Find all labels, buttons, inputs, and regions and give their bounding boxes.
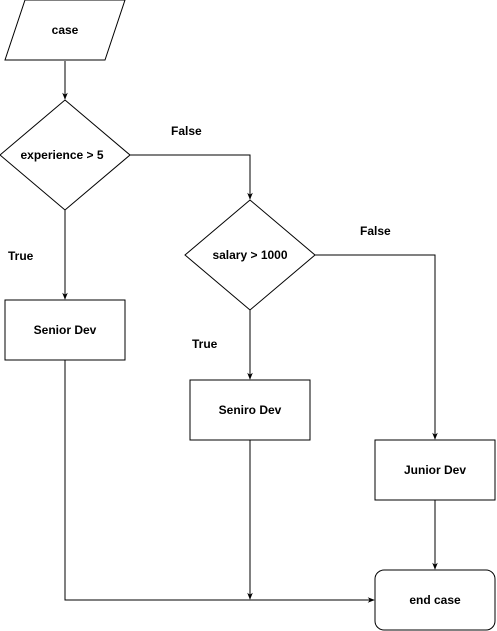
- start-node-label: case: [52, 23, 79, 37]
- senior-dev-box[interactable]: [4, 299, 126, 361]
- edge-label-cond1-true: True: [8, 249, 34, 263]
- end-node-label: end case: [409, 593, 461, 607]
- start-node[interactable]: [4, 0, 126, 61]
- edge-label-cond2-false: False: [360, 224, 391, 238]
- edge-label-cond2-true: True: [192, 337, 218, 351]
- edge-cond2-false[interactable]: [315, 254, 438, 440]
- edge-label-cond1-false: False: [171, 124, 202, 138]
- decision-salary[interactable]: [184, 199, 316, 311]
- decision-experience[interactable]: [0, 99, 131, 211]
- edge-cond1-false[interactable]: [130, 154, 253, 200]
- junior-dev-box[interactable]: [374, 439, 496, 501]
- senior-dev-label: Senior Dev: [34, 323, 97, 337]
- seniro-dev-box[interactable]: [189, 379, 311, 441]
- decision-experience-label: experience > 5: [20, 148, 103, 162]
- edge-senior-to-end[interactable]: [64, 360, 375, 603]
- junior-dev-label: Junior Dev: [404, 463, 466, 477]
- end-node[interactable]: [374, 569, 496, 631]
- decision-salary-label: salary > 1000: [212, 248, 287, 262]
- seniro-dev-label: Seniro Dev: [219, 403, 282, 417]
